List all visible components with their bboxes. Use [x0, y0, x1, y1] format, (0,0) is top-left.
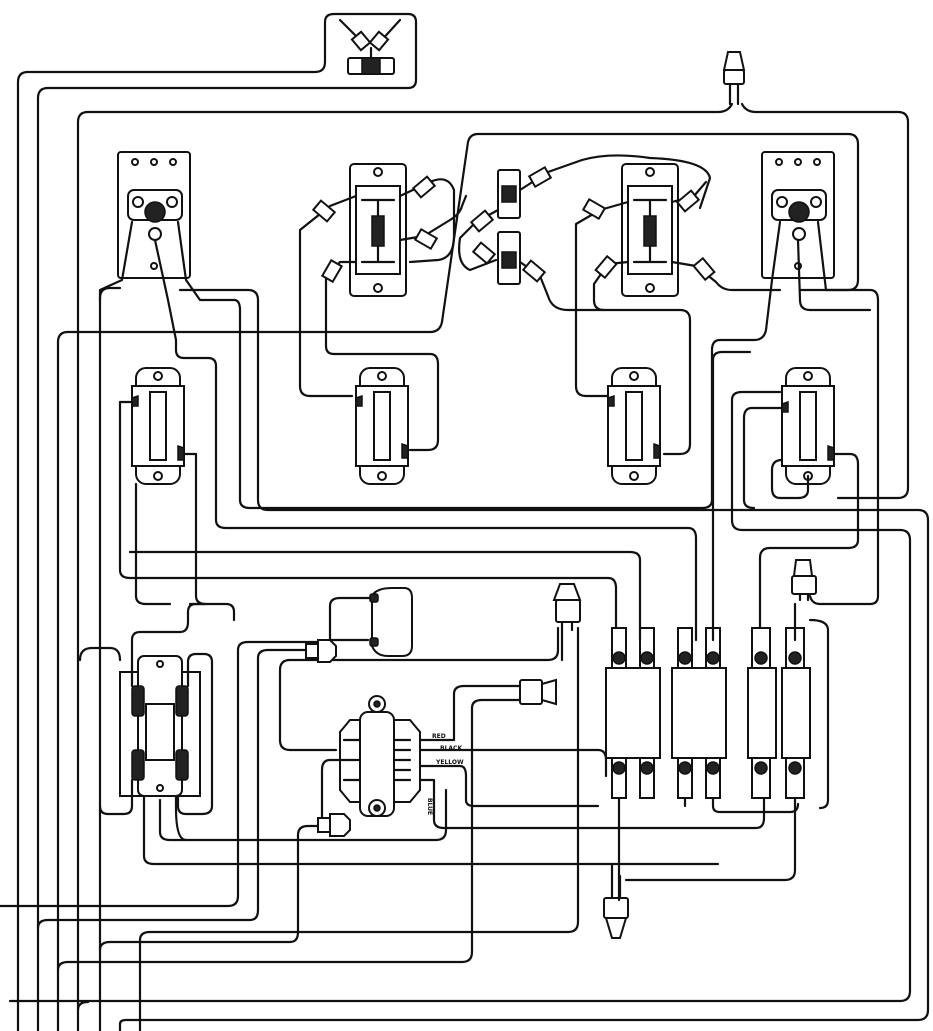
plug-small-2 [317, 813, 351, 837]
fuse-block-4 [624, 602, 830, 882]
wire-label-red: RED [432, 733, 446, 740]
switch-left-upper [118, 367, 618, 642]
center-fuse-holders [458, 154, 712, 456]
switch-center-left [355, 367, 409, 485]
wire-label-blue: BLUE [426, 798, 433, 815]
bus-wires [0, 12, 930, 1031]
wire-nut-center [552, 583, 582, 662]
low-voltage-transformer: RED BLACK YELLOW BLUE [320, 684, 766, 830]
single-receptacle-left [98, 151, 698, 642]
three-way-switch-right [574, 163, 782, 398]
wire-nut-mid [519, 678, 557, 706]
fuse-block-3 [747, 627, 777, 799]
fuse-block-2 [671, 350, 800, 814]
wire-nut-bottom [603, 862, 629, 939]
switch-right-upper [742, 367, 860, 642]
wire-nut-right [791, 559, 817, 602]
fuse-block-1 [128, 550, 661, 902]
top-fuse-holder [338, 18, 402, 75]
plug-resistor [328, 587, 413, 657]
wire-label-yellow: YELLOW [435, 759, 464, 766]
single-receptacle-right [266, 151, 880, 606]
three-way-switch-left [298, 163, 468, 452]
duplex-receptacle-lower-left [78, 482, 720, 866]
plug-small-1 [305, 639, 337, 663]
switch-center-right [607, 367, 661, 485]
wire-nut-top [722, 51, 746, 106]
wire-label-black: BLACK [440, 745, 462, 752]
